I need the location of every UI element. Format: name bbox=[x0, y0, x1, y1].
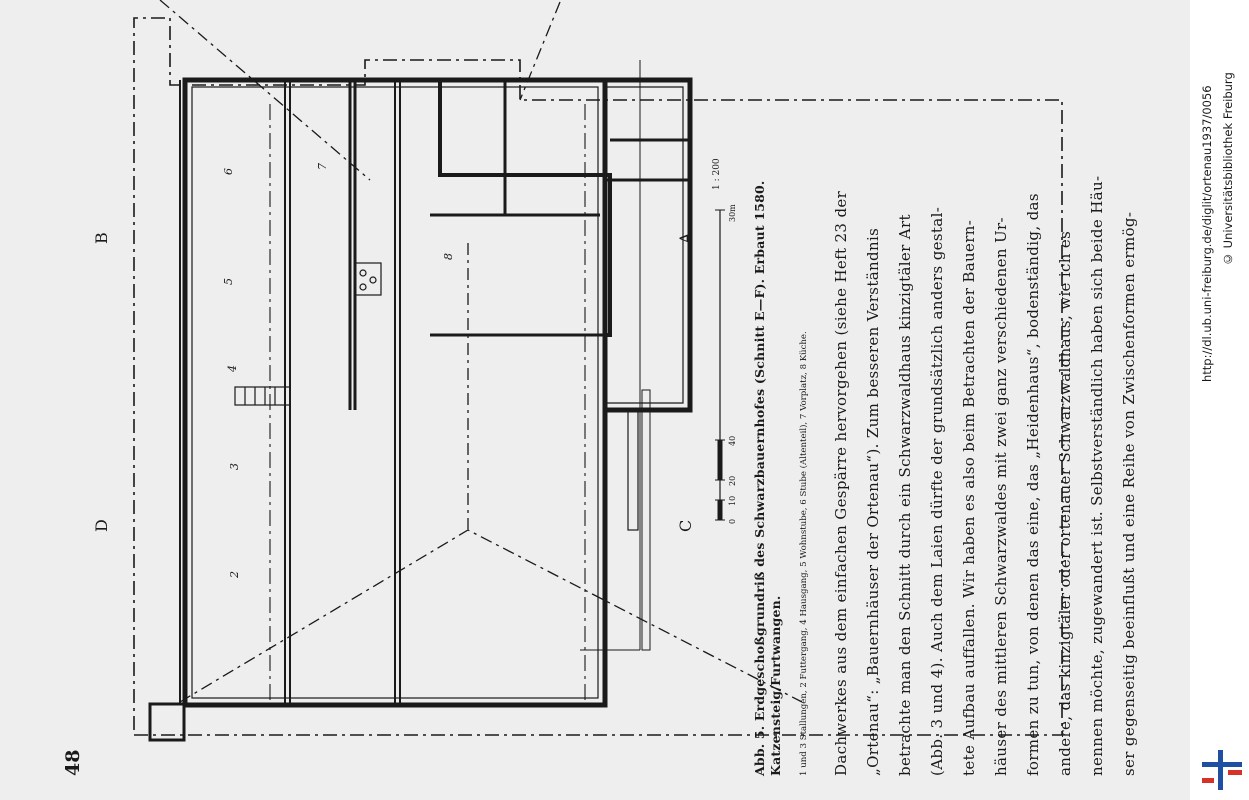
body-line-9: nennen möchte, zugewandert ist. Selbstve… bbox=[1088, 175, 1106, 776]
body-line-1: Dachwerkes aus dem einfachen Gespärre he… bbox=[832, 190, 850, 776]
body-line-2: „Ortenau“: „Bauernhäuser der Ortenau“). … bbox=[864, 227, 882, 776]
room-number-3: 3 bbox=[228, 463, 241, 470]
kitchen-wall bbox=[438, 80, 612, 337]
drawing-scale-frame bbox=[580, 60, 641, 651]
library-sidebar bbox=[1190, 0, 1249, 800]
figure-title: Abb. 5. Erdgeschoßgrundriß des Schwarzba… bbox=[752, 180, 783, 776]
source-url[interactable]: http://dl.ub.uni-freiburg.de/diglit/orte… bbox=[1200, 85, 1214, 382]
section-letter-d: D bbox=[92, 519, 111, 532]
scale-label-20: 20 bbox=[728, 475, 737, 486]
chimney-box bbox=[148, 702, 186, 742]
scale-bar bbox=[715, 209, 725, 521]
library-logo-icon bbox=[1202, 750, 1242, 790]
roof-hip-lines bbox=[159, 0, 803, 703]
body-line-3: betrachte man den Schnitt durch ein Schw… bbox=[896, 214, 914, 776]
room-number-2: 2 bbox=[228, 571, 241, 578]
body-line-10: ser gegenseitig beeinflußt und eine Reih… bbox=[1120, 211, 1138, 776]
room-number-8: 8 bbox=[442, 253, 455, 260]
section-letter-b: B bbox=[92, 232, 111, 244]
body-line-5: tete Aufbau auffallen. Wir haben es also… bbox=[960, 219, 978, 776]
rotated-page-content: 48 bbox=[62, 0, 1138, 776]
section-letter-a: A bbox=[676, 232, 695, 244]
figure-legend: 1 und 3 Stallungen, 2 Futtergang, 4 Haus… bbox=[799, 331, 809, 776]
body-line-7: formen zu tun, von denen das eine, das „… bbox=[1024, 193, 1042, 776]
body-line-4: (Abb. 3 und 4). Auch dem Laien dürfte de… bbox=[928, 206, 946, 776]
scanned-page: 48 bbox=[62, 0, 1138, 776]
room-number-6: 6 bbox=[222, 168, 235, 175]
floor-plan-drawing bbox=[133, 0, 1063, 742]
scale-label-0: 0 bbox=[728, 518, 737, 524]
section-letter-c: C bbox=[676, 519, 695, 532]
scale-label-30m: 30m bbox=[728, 204, 737, 222]
scale-label-10: 10 bbox=[728, 495, 737, 506]
copyright-notice: © Universitätsbibliothek Freiburg bbox=[1221, 72, 1235, 266]
scale-ratio: 1 : 200 bbox=[712, 158, 722, 190]
living-wing-wall bbox=[605, 77, 693, 413]
scale-label-40: 40 bbox=[728, 435, 737, 446]
stove-symbol bbox=[354, 262, 382, 296]
trough bbox=[627, 409, 639, 531]
partition-walls bbox=[348, 80, 690, 410]
roof-outline bbox=[133, 17, 1063, 736]
room-number-7: 7 bbox=[316, 163, 329, 170]
stair-symbol bbox=[234, 386, 291, 406]
room-number-5: 5 bbox=[222, 278, 235, 285]
body-line-8: andere, das kinzigtäler oder ortenauer S… bbox=[1056, 230, 1074, 776]
room-number-4: 4 bbox=[226, 365, 239, 372]
body-line-6: häuser des mittleren Schwarzwaldes mit z… bbox=[992, 217, 1010, 776]
